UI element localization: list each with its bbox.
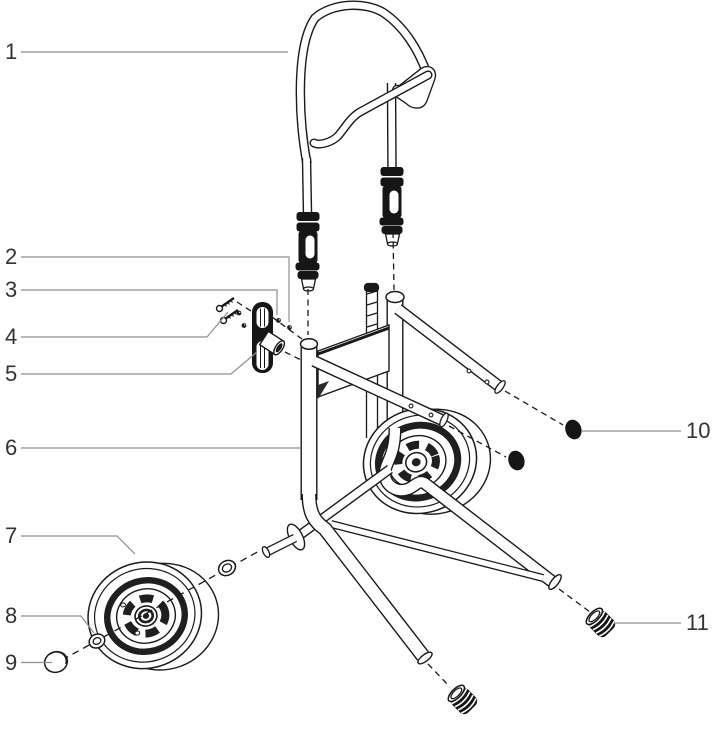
grip-end-cap-upper <box>559 416 586 444</box>
grip-end-cap-lower <box>502 447 529 475</box>
hub-cap <box>43 650 69 674</box>
washer <box>88 633 106 649</box>
bracket-nuts <box>236 310 292 330</box>
callout-8: 8 <box>5 603 18 628</box>
frame-plate <box>317 323 390 399</box>
grip-collar-left <box>294 211 321 292</box>
wheel-axle <box>261 464 393 558</box>
frame-left-post <box>299 338 433 665</box>
bracket-screws <box>215 297 239 325</box>
leader-lines <box>21 51 681 664</box>
handle <box>295 0 437 215</box>
callout-9: 9 <box>5 650 18 675</box>
exploded-wheel <box>87 561 220 671</box>
frame-right-post <box>385 290 405 436</box>
callout-10: 10 <box>686 418 711 443</box>
callout-4: 4 <box>5 324 18 349</box>
callout-3: 3 <box>5 277 18 302</box>
assembly-dashed-lines <box>236 231 591 688</box>
grip-tube-upper <box>394 304 506 394</box>
callout-11: 11 <box>686 610 709 635</box>
callout-7: 7 <box>5 523 18 548</box>
callout-2: 2 <box>5 244 18 269</box>
retaining-ring <box>217 559 237 577</box>
frame-rear-leg <box>378 427 562 591</box>
grip-collar-right <box>378 166 405 247</box>
clamp-bracket <box>252 302 286 373</box>
callout-6: 6 <box>5 435 18 460</box>
leg-cap-front <box>444 681 481 718</box>
callout-1: 1 <box>5 39 18 64</box>
callout-5: 5 <box>5 361 18 386</box>
grip-tube-lower <box>311 355 449 428</box>
frame-cross-tube <box>330 520 544 582</box>
